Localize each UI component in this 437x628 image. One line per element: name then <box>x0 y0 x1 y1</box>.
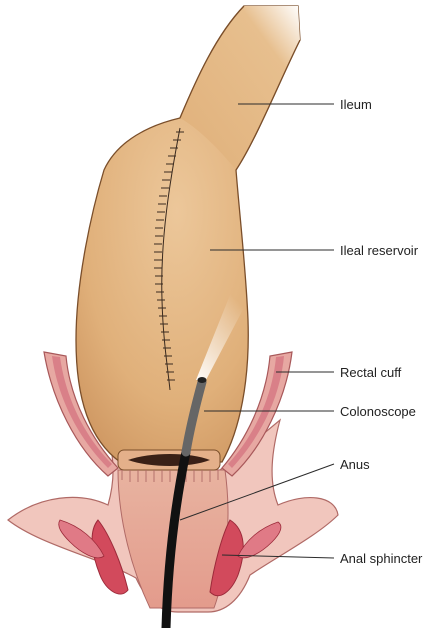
label-colonoscope: Colonoscope <box>340 404 416 419</box>
label-anus: Anus <box>340 457 370 472</box>
labels: Ileum Ileal reservoir Rectal cuff Colono… <box>340 97 423 566</box>
label-ileal-reservoir: Ileal reservoir <box>340 243 419 258</box>
label-ileum: Ileum <box>340 97 372 112</box>
label-anal-sphincter: Anal sphincter <box>340 551 423 566</box>
label-rectal-cuff: Rectal cuff <box>340 365 402 380</box>
